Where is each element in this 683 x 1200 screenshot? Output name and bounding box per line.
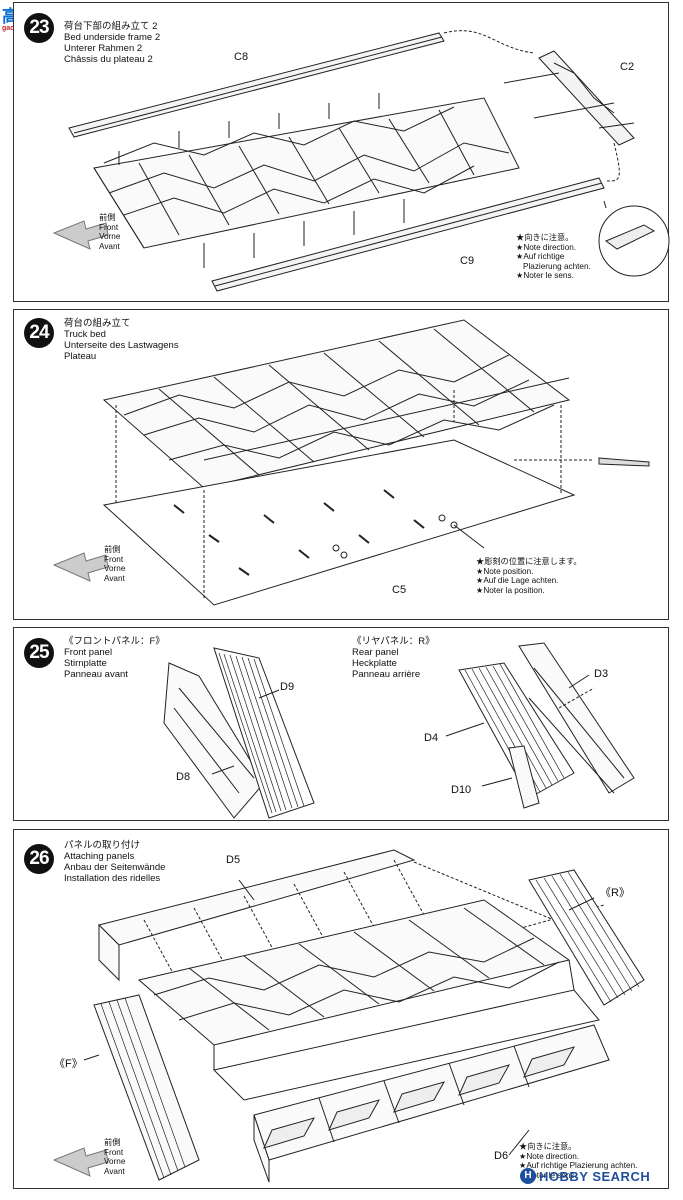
- step-25-diagram: [163, 642, 635, 819]
- note-fr: ★Noter le sens.: [516, 271, 574, 281]
- front-en: Front: [104, 1147, 124, 1157]
- hobby-search-watermark: H HOBBY SEARCH: [520, 1168, 650, 1184]
- part-label-d10: D10: [451, 784, 472, 796]
- part-label-c5: C5: [392, 584, 407, 596]
- title-fr: Châssis du plateau 2: [64, 54, 153, 65]
- title-de: Unterer Rahmen 2: [64, 43, 143, 54]
- step-23-diagram: [52, 30, 670, 292]
- note-de: ★Auf die Lage achten.: [476, 576, 559, 586]
- step-23-number: 23: [24, 13, 54, 43]
- step-26-diagram: [52, 849, 645, 1183]
- front-fr: Avant: [99, 241, 120, 251]
- bed-frame-members: [123, 328, 570, 476]
- note-fr: ★Noter la position.: [476, 585, 545, 595]
- note-ja: ★向きに注意。: [516, 233, 574, 242]
- part-label-d3: D3: [594, 668, 609, 680]
- title-fr: Plateau: [64, 351, 97, 362]
- title-de: Unterseite des Lastwagens: [64, 340, 179, 351]
- note-en: ★Note direction.: [516, 242, 577, 252]
- step-23-title: 荷台下部の組み立て 2 Bed underside frame 2 Untere…: [64, 21, 160, 65]
- front-de: Vorne: [99, 232, 121, 241]
- note-en: ★Note direction.: [519, 1151, 580, 1161]
- plate-slots: [173, 489, 425, 576]
- front-direction-label: 前側 Front Vorne Avant: [104, 1138, 125, 1176]
- rear-panel-en: Rear panel: [352, 647, 399, 658]
- step-25-number: 25: [24, 638, 54, 668]
- rear-panel-de: Heckplatte: [352, 658, 397, 669]
- step-25-panel: 25 《フロントパネル：F》 Front panel Stirnplatte P…: [13, 627, 669, 821]
- front-panel-de: Stirnplatte: [64, 658, 107, 669]
- d6-panel-sections: [263, 1045, 576, 1149]
- front-ja: 前側: [104, 1138, 121, 1147]
- step-24-note: ★彫刻の位置に注意します。 ★Note position. ★Auf die L…: [476, 557, 582, 595]
- hobby-search-text: HOBBY SEARCH: [539, 1168, 651, 1184]
- title-ja: 荷台の組み立て: [64, 318, 131, 329]
- front-panel-title: 《フロントパネル：F》 Front panel Stirnplatte Pann…: [64, 636, 165, 680]
- hobby-search-badge-icon: H: [520, 1168, 536, 1184]
- step-23-panel: 23 荷台下部の組み立て 2 Bed underside frame 2 Unt…: [13, 2, 670, 302]
- front-de: Vorne: [104, 1157, 126, 1166]
- assembly-arrows: [118, 72, 635, 268]
- front-ja: 前側: [99, 213, 116, 222]
- note-en: ★Note position.: [476, 566, 534, 576]
- note-de-1: ★Auf richtige: [516, 252, 565, 262]
- part-label-d9: D9: [280, 681, 295, 693]
- part-label-d8: D8: [176, 771, 191, 783]
- step-23-note: ★向きに注意。 ★Note direction. ★Auf richtige P…: [516, 233, 591, 281]
- note-ja: ★彫刻の位置に注意します。: [476, 557, 582, 566]
- front-panel-ja: 《フロントパネル：F》: [64, 636, 165, 647]
- title-en: Attaching panels: [64, 851, 135, 862]
- note-fr: ★Noter le sens.: [519, 1170, 577, 1180]
- part-label-d6: D6: [494, 1150, 509, 1162]
- front-en: Front: [99, 222, 119, 232]
- title-en: Truck bed: [64, 329, 106, 340]
- step-24-diagram: [52, 319, 650, 606]
- step-26-title: パネルの取り付け Attaching panels Anbau der Seit…: [64, 840, 165, 884]
- step-24-title: 荷台の組み立て Truck bed Unterseite des Lastwag…: [64, 318, 179, 362]
- front-panel-fr: Panneau avant: [64, 669, 128, 680]
- step-24-number: 24: [24, 318, 54, 348]
- frame-crossmembers: [103, 106, 510, 236]
- step-24-panel: 24 荷台の組み立て Truck bed Unterseite des Last…: [13, 309, 669, 620]
- front-en: Front: [104, 554, 124, 564]
- part-label-d4: D4: [424, 732, 439, 744]
- front-de: Vorne: [104, 564, 126, 573]
- front-fr: Avant: [104, 1166, 125, 1176]
- rear-panel-title: 《リヤパネル：R》 Rear panel Heckplatte Panneau …: [352, 636, 435, 680]
- part-label-r: 《R》: [600, 887, 630, 899]
- front-direction-label: 前側 Front Vorne Avant: [99, 213, 120, 251]
- rear-panel-ja: 《リヤパネル：R》: [352, 636, 435, 647]
- title-fr: Installation des ridelles: [64, 873, 161, 884]
- front-fr: Avant: [104, 573, 125, 583]
- step-26-note: ★向きに注意。 ★Note direction. ★Auf richtige P…: [519, 1142, 637, 1180]
- d9-slats: [218, 652, 305, 814]
- front-ja: 前側: [104, 545, 121, 554]
- note-ja: ★向きに注意。: [519, 1142, 577, 1151]
- part-label-d5: D5: [226, 854, 241, 866]
- note-de-2: Plazierung achten.: [523, 261, 591, 271]
- front-direction-label: 前側 Front Vorne Avant: [104, 545, 125, 583]
- title-ja: 荷台下部の組み立て 2: [64, 21, 158, 32]
- title-ja: パネルの取り付け: [64, 840, 141, 851]
- note-de: ★Auf richtige Plazierung achten.: [519, 1161, 638, 1171]
- part-label-c9: C9: [460, 255, 475, 267]
- part-label-c2: C2: [620, 61, 635, 73]
- step-26-number: 26: [24, 844, 54, 874]
- title-en: Bed underside frame 2: [64, 32, 161, 43]
- step-26-panel: 26 パネルの取り付け Attaching panels Anbau der S…: [13, 829, 669, 1189]
- front-panel-en: Front panel: [64, 647, 113, 658]
- part-label-c8: C8: [234, 51, 249, 63]
- bed-frame-members: [153, 907, 560, 1031]
- title-de: Anbau der Seitenwände: [64, 862, 166, 873]
- rear-panel-fr: Panneau arrière: [352, 669, 421, 680]
- part-label-f: 《F》: [54, 1058, 83, 1070]
